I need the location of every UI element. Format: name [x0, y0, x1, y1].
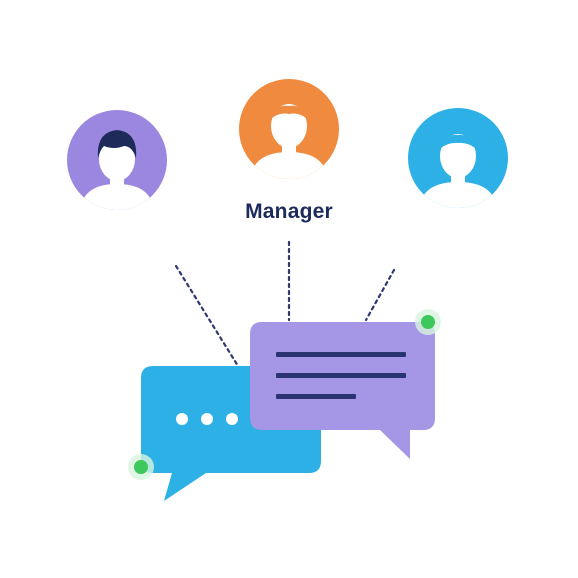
user-avatar-manager: [239, 79, 339, 179]
manager-label: Manager: [245, 200, 333, 223]
connector-right: [364, 268, 396, 322]
user-avatar-left: [67, 110, 167, 210]
connector-left: [174, 264, 240, 368]
typing-dots-icon: [176, 413, 238, 425]
chat-bubble-icon: [250, 322, 435, 459]
user-avatar-right: [408, 108, 508, 208]
message-lines-icon: [276, 352, 406, 399]
status-dot-right: [415, 309, 441, 335]
status-dot-left: [128, 454, 154, 480]
